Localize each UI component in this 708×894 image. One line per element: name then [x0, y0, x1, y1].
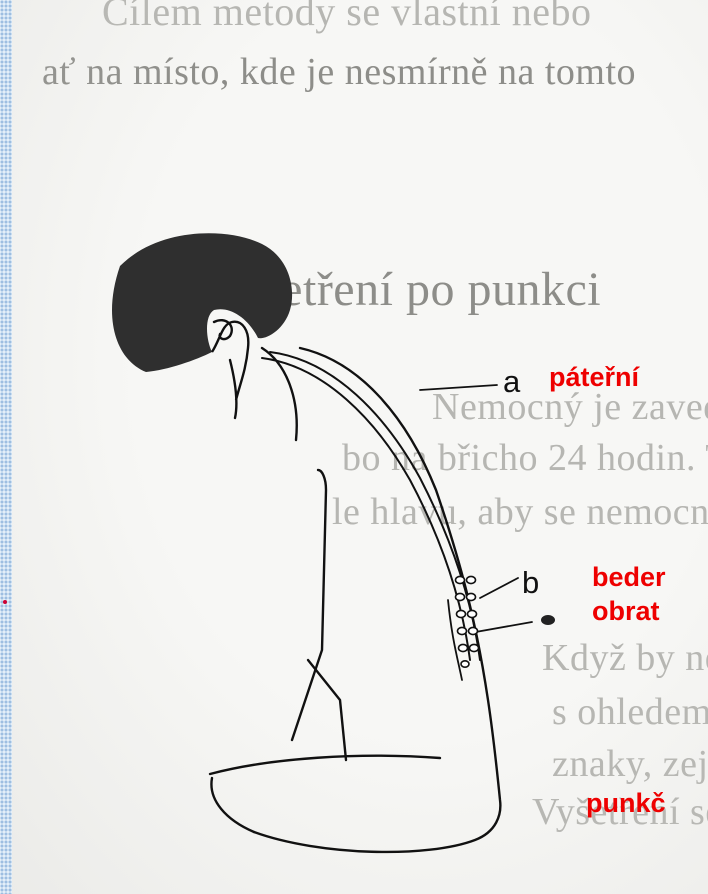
spinal-canal-line-2: [270, 352, 480, 660]
leader-a: [420, 385, 497, 390]
vertebra: [467, 593, 476, 600]
vertebra: [468, 610, 477, 617]
vertebra: [467, 576, 476, 583]
vertebra: [470, 644, 479, 651]
vertebra: [461, 661, 469, 667]
seat-line: [210, 756, 440, 774]
vertebra: [456, 576, 465, 583]
seat-front-outline: [211, 778, 254, 832]
chin-outline: [230, 360, 236, 418]
vertebra: [459, 644, 468, 651]
vertebra: [458, 627, 467, 634]
label-spinal-canal: páteřní: [549, 360, 639, 394]
label-lumbar-line2: obrat: [592, 594, 660, 628]
label-lumbar-line1: beder: [592, 560, 666, 594]
leader-b: [480, 578, 518, 598]
figure-marker-b: b: [522, 567, 539, 598]
vertebra: [469, 627, 478, 634]
label-puncture: punkč: [586, 786, 666, 820]
figure-marker-a: a: [503, 366, 520, 397]
vertebra: [457, 610, 466, 617]
arm-outline-upper: [292, 470, 326, 740]
needle-shaft: [470, 622, 532, 633]
needle-tip: [541, 615, 555, 625]
vertebra: [456, 593, 465, 600]
